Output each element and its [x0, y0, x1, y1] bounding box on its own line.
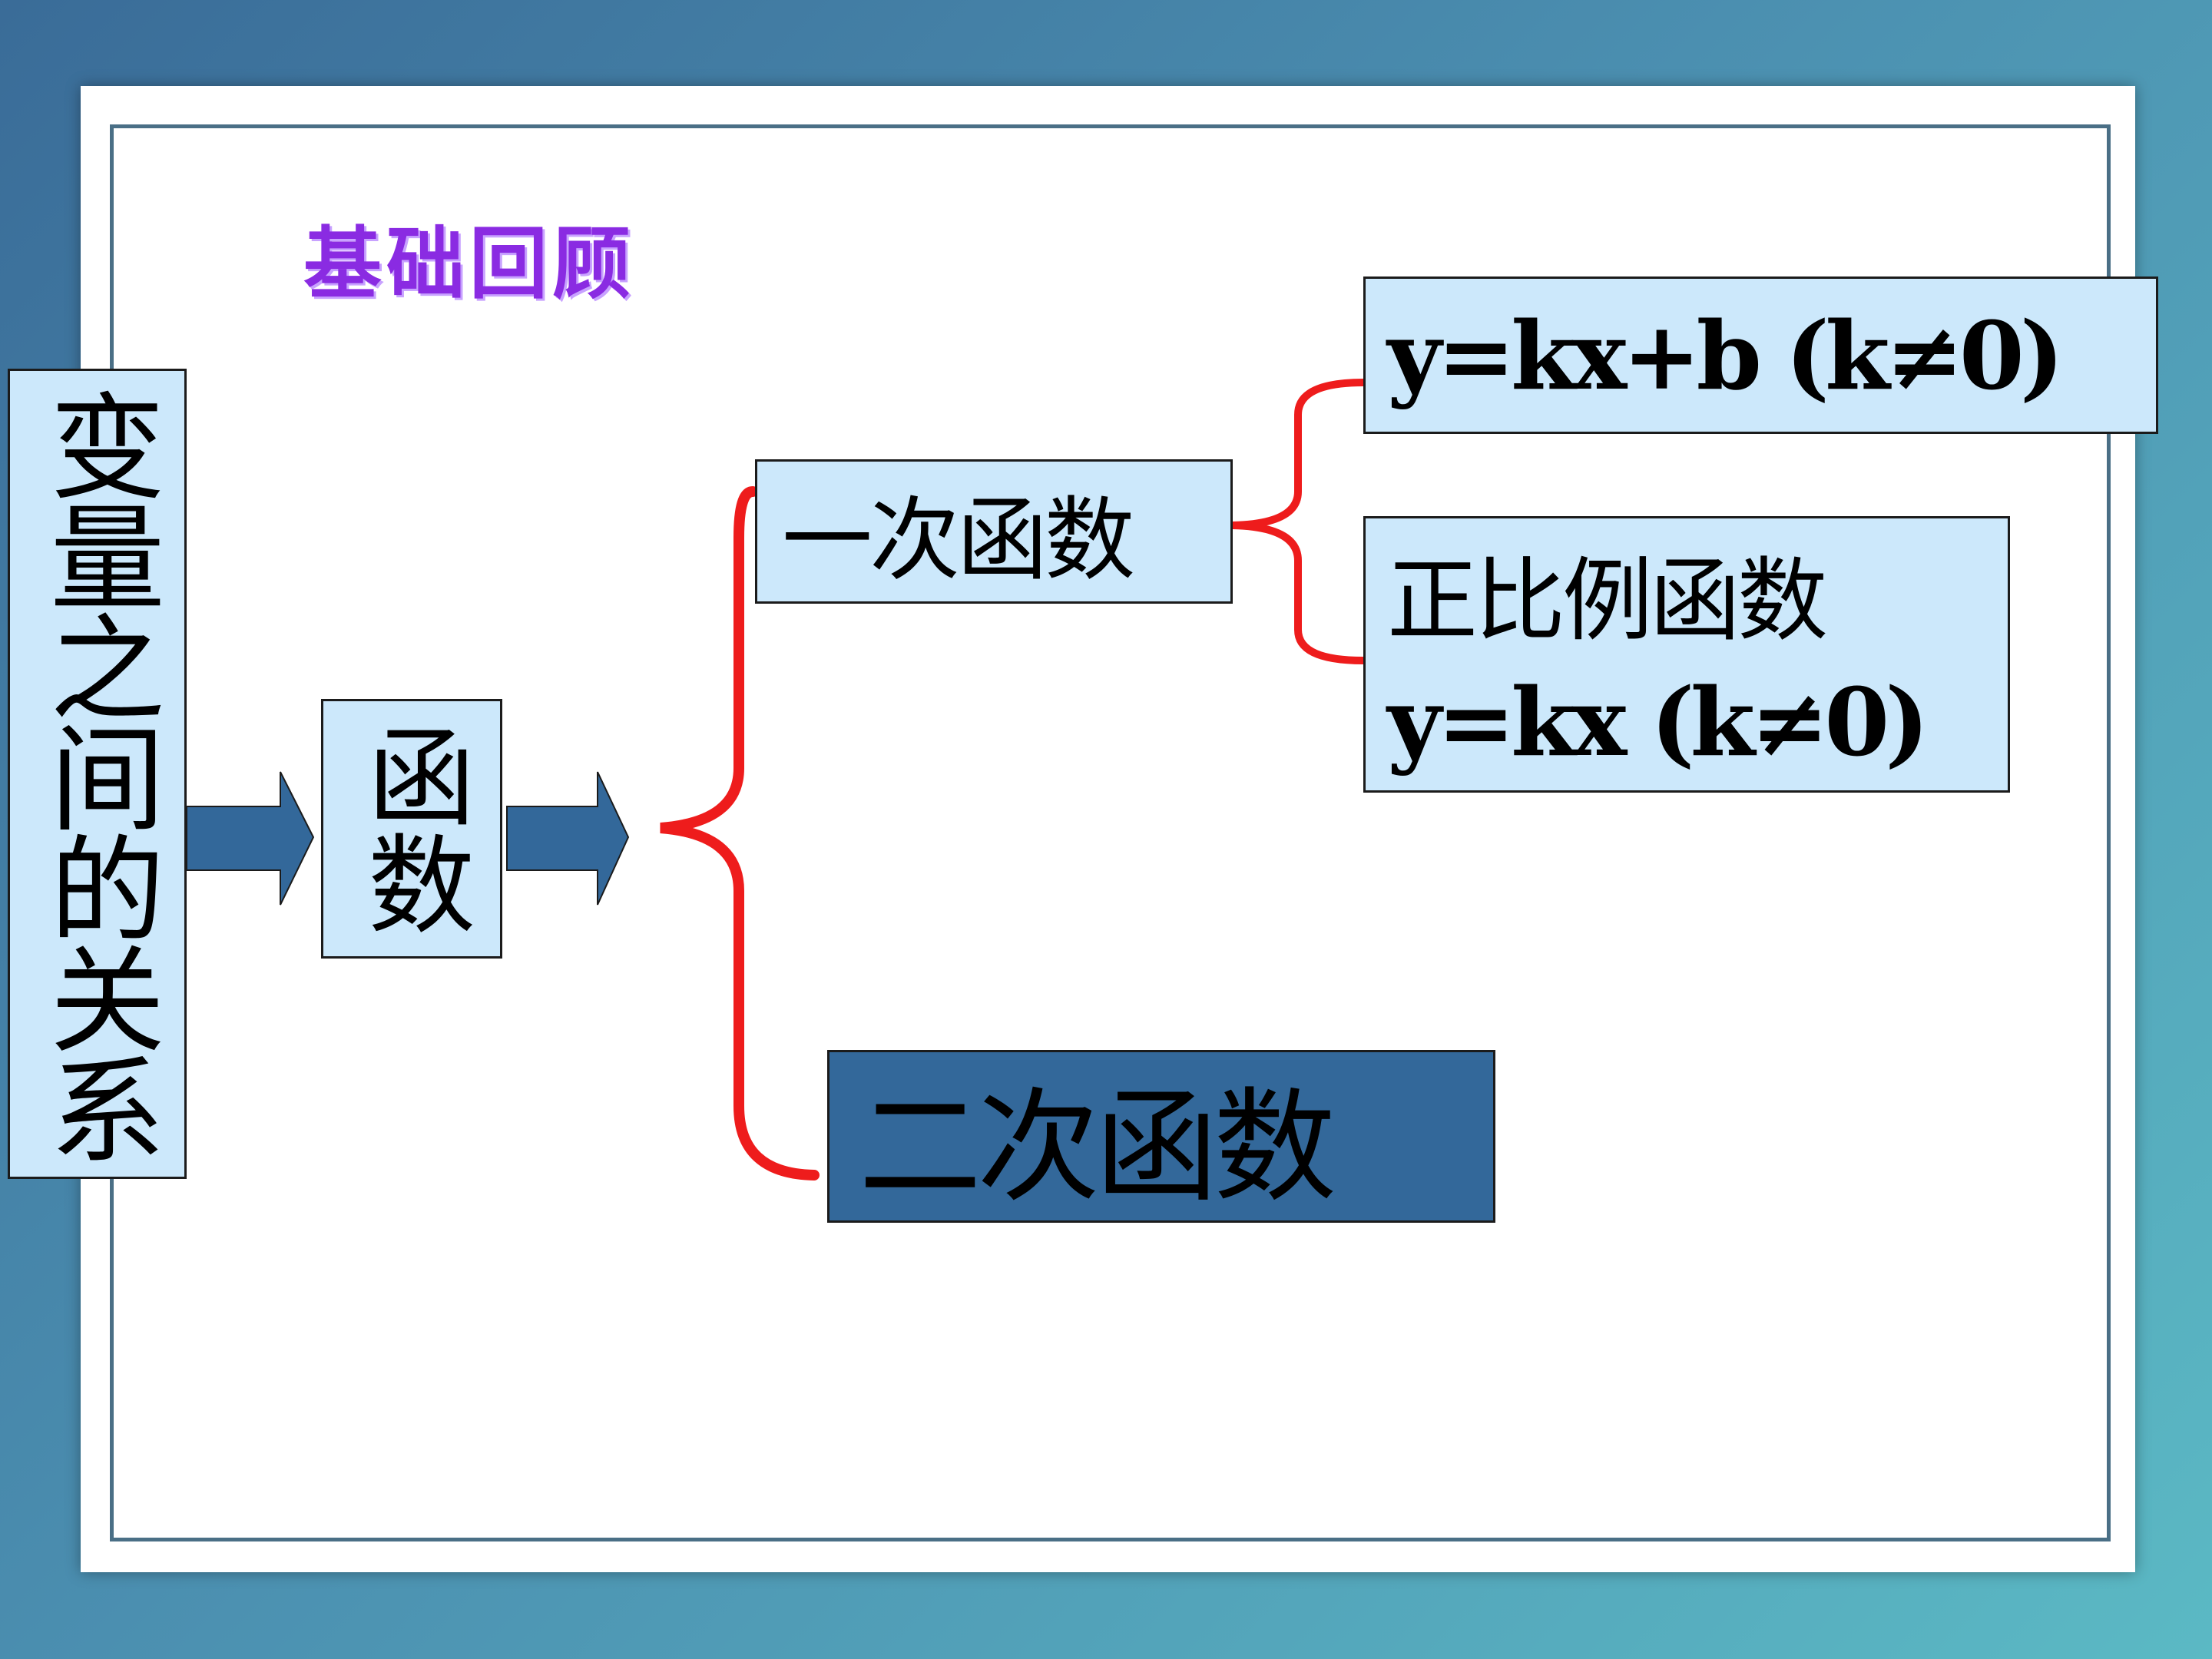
arrow-to-function — [186, 771, 315, 906]
node-variable-relationship: 变量之间的关系 — [8, 369, 187, 1179]
arrow-to-branches — [506, 771, 630, 906]
node-proportional-function: 正比例函数 y=kx (k≠0) — [1363, 516, 2010, 793]
slide-title: 基础回顾 — [303, 219, 635, 310]
node-quadratic-function: 二次函数 — [827, 1050, 1495, 1223]
brace-function-branches — [660, 486, 820, 1181]
proportional-title: 正比例函数 — [1387, 548, 1828, 654]
node-linear-formula: y=kx+b (k≠0) — [1363, 276, 2158, 434]
node-linear-function: 一次函数 — [755, 459, 1233, 604]
brace-linear-branches — [1232, 379, 1367, 664]
node-function: 函数 — [321, 699, 502, 959]
proportional-formula: y=kx (k≠0) — [1387, 667, 1929, 777]
